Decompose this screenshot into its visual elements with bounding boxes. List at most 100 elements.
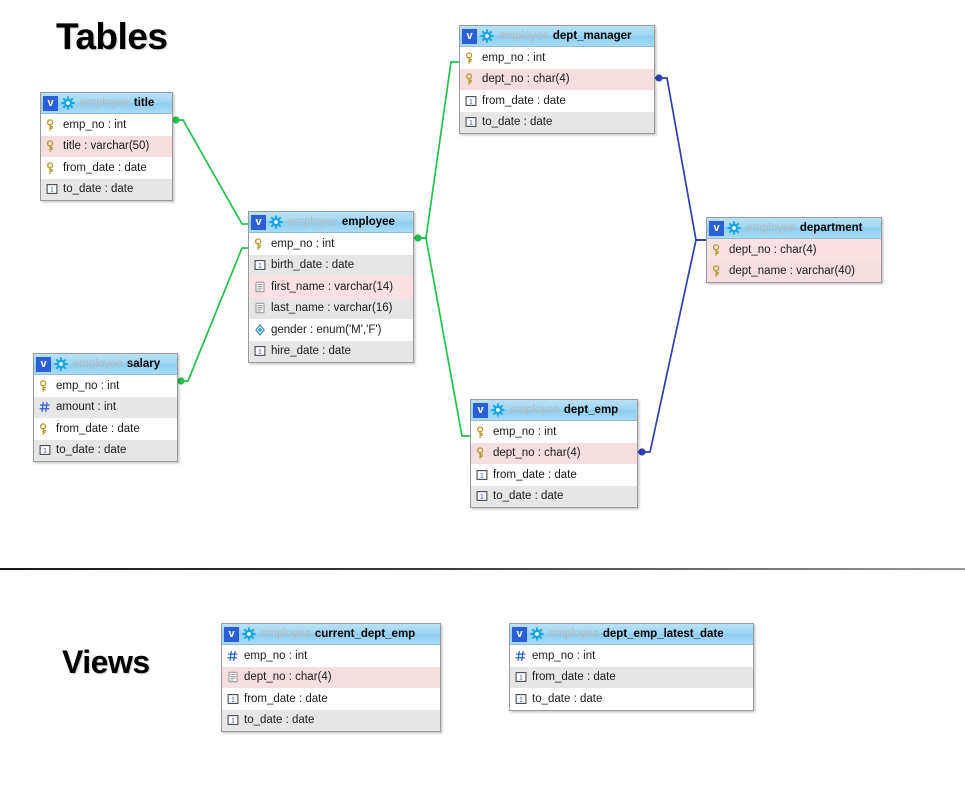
column-row[interactable]: dept_no : char(4) [460, 68, 654, 90]
entity-schema-label: employee [261, 628, 311, 640]
column-row[interactable]: 1 from_date : date [471, 464, 637, 486]
column-label: from_date : date [493, 468, 577, 481]
svg-text:1: 1 [519, 675, 523, 682]
column-label: from_date : date [63, 161, 147, 174]
column-row[interactable]: gender : enum('M','F') [249, 319, 413, 341]
column-label: last_name : varchar(16) [271, 302, 393, 315]
column-row[interactable]: emp_no : int [510, 645, 753, 667]
entity-schema-label: employee [499, 30, 549, 42]
column-row[interactable]: from_date : date [41, 157, 172, 179]
entity-schema-label: employee [80, 97, 130, 109]
column-row[interactable]: emp_no : int [460, 47, 654, 69]
column-row[interactable]: emp_no : int [222, 645, 440, 667]
key-icon [46, 140, 54, 152]
column-label: to_date : date [56, 444, 127, 457]
svg-text:1: 1 [231, 696, 235, 703]
key-icon [46, 119, 54, 131]
hash-icon [227, 650, 238, 661]
entity-name-label: current_dept_emp [314, 628, 416, 640]
column-row[interactable]: emp_no : int [471, 421, 637, 443]
entity-schema-label: employee [510, 404, 560, 416]
column-row[interactable]: emp_no : int [34, 375, 177, 397]
column-row[interactable]: dept_name : varchar(40) [707, 260, 881, 282]
view-badge-icon: v [512, 626, 527, 642]
entity-name-label: department [799, 222, 863, 234]
gear-icon [54, 357, 68, 371]
column-row[interactable]: from_date : date [34, 418, 177, 440]
calendar-icon: 1 [254, 346, 266, 357]
column-row[interactable]: last_name : varchar(16) [249, 297, 413, 319]
gear-icon [61, 96, 75, 110]
svg-text:1: 1 [480, 472, 484, 479]
gear-icon [727, 221, 741, 235]
column-label: emp_no : int [493, 425, 557, 438]
column-list: emp_no : int dept_no : char(4) 1 from_date … [471, 421, 637, 507]
column-row[interactable]: dept_no : char(4) [471, 442, 637, 464]
column-label: from_date : date [56, 422, 140, 435]
svg-text:1: 1 [231, 718, 235, 725]
column-row[interactable]: title : varchar(50) [41, 135, 172, 157]
column-row[interactable]: first_name : varchar(14) [249, 276, 413, 298]
calendar-icon: 1 [515, 672, 527, 683]
column-row[interactable]: emp_no : int [41, 114, 172, 136]
view-badge-icon: v [36, 356, 51, 372]
column-label: first_name : varchar(14) [271, 280, 394, 293]
entity-schema-label: employee [288, 216, 338, 228]
section-title-views: Views [62, 644, 150, 680]
svg-text:1: 1 [519, 696, 523, 703]
key-icon [476, 426, 484, 438]
column-row[interactable]: 1 to_date : date [471, 485, 637, 507]
svg-text:1: 1 [469, 98, 473, 105]
view-badge-icon: v [462, 28, 477, 44]
connector-endpoint [414, 234, 422, 242]
connector-line [178, 247, 248, 382]
hash-icon [39, 402, 50, 413]
column-row[interactable]: amount : int [34, 396, 177, 418]
connector-endpoint [655, 74, 663, 82]
calendar-icon: 1 [476, 491, 488, 502]
key-icon [39, 380, 47, 392]
text-icon [255, 281, 265, 293]
column-label: dept_no : char(4) [729, 243, 817, 256]
calendar-icon: 1 [476, 469, 488, 480]
column-row[interactable]: dept_no : char(4) [222, 666, 440, 688]
calendar-icon: 1 [465, 95, 477, 106]
column-label: to_date : date [493, 490, 564, 503]
column-row[interactable]: dept_no : char(4) [707, 239, 881, 261]
column-label: dept_no : char(4) [482, 73, 570, 86]
svg-text:1: 1 [258, 263, 262, 270]
view-badge-icon: v [224, 626, 239, 642]
text-icon [228, 671, 238, 683]
column-row[interactable]: emp_no : int [249, 233, 413, 255]
